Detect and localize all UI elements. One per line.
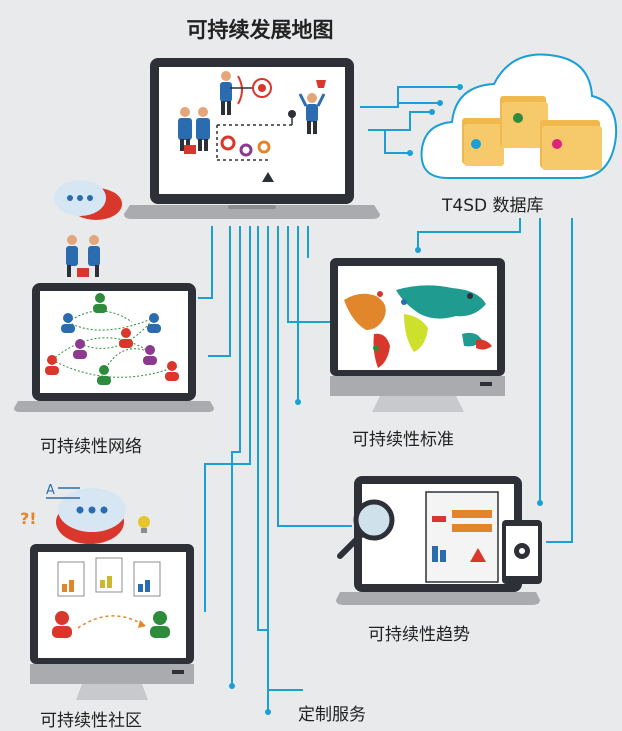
trends-devices	[336, 476, 542, 605]
custom-services-label: 定制服务	[298, 705, 366, 725]
chat-bubbles-icon	[56, 488, 126, 544]
tablet-icon	[502, 520, 542, 584]
folder-icon	[500, 96, 548, 148]
trends-label: 可持续性趋势	[368, 625, 470, 645]
svg-text:?!: ?!	[20, 509, 37, 528]
lightbulb-icon	[138, 516, 150, 533]
magnifier-icon	[337, 499, 395, 559]
community-monitor: ?! A	[20, 483, 194, 700]
page-title: 可持续发展地图	[186, 18, 334, 42]
folder-icon	[540, 120, 602, 170]
database-label: T4SD 数据库	[442, 196, 544, 216]
report-document	[425, 491, 499, 583]
network-laptop	[14, 180, 214, 412]
person-icons	[45, 293, 179, 385]
business-people-icon	[178, 107, 210, 154]
text-lines-icon: A	[46, 483, 80, 499]
network-label: 可持续性网络	[40, 437, 142, 457]
target-icon	[252, 78, 272, 98]
winner-icon	[298, 80, 326, 134]
gears-icon	[220, 135, 271, 157]
standards-label: 可持续性标准	[352, 430, 454, 450]
chat-bubbles-icon	[54, 180, 122, 220]
svg-text:A: A	[46, 483, 55, 498]
handshake-icon	[66, 235, 100, 277]
folder-icon	[462, 118, 504, 166]
connector-lines	[198, 86, 573, 712]
person-icons	[52, 611, 170, 638]
question-exclamation-icon: ?!	[20, 509, 37, 528]
standards-monitor	[330, 258, 505, 412]
progress-path	[216, 110, 296, 182]
connector-dots	[229, 84, 543, 715]
document-icons	[57, 557, 161, 597]
sustainability-map-laptop	[124, 58, 380, 219]
database-cloud	[420, 53, 618, 179]
world-map	[344, 285, 492, 368]
community-label: 可持续性社区	[40, 711, 142, 731]
archer-icon	[220, 71, 252, 115]
